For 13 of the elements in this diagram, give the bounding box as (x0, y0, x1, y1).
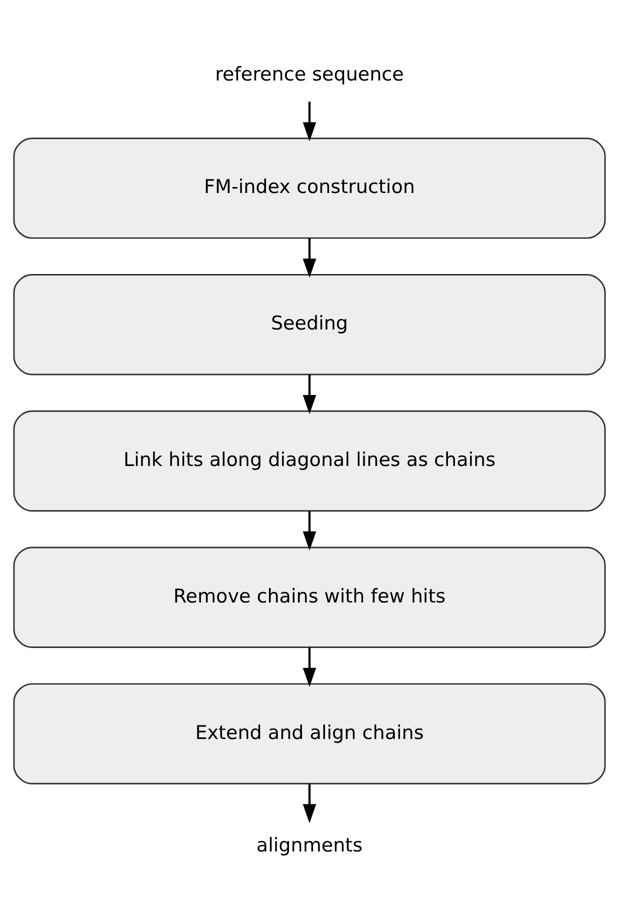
node-box: FM-index construction (13, 138, 606, 239)
node-box: Seeding (13, 274, 606, 376)
arrow (302, 784, 316, 824)
arrow (302, 374, 316, 414)
node-box: Remove chains with few hits (13, 546, 606, 648)
node-text: alignments (256, 834, 363, 857)
arrow (302, 647, 316, 687)
arrow (302, 102, 316, 142)
arrow (302, 511, 316, 550)
node-text: reference sequence (215, 63, 404, 86)
node-box: Link hits along diagonal lines as chains (13, 410, 606, 512)
arrow (302, 238, 316, 278)
node-box: Extend and align chains (13, 683, 606, 784)
